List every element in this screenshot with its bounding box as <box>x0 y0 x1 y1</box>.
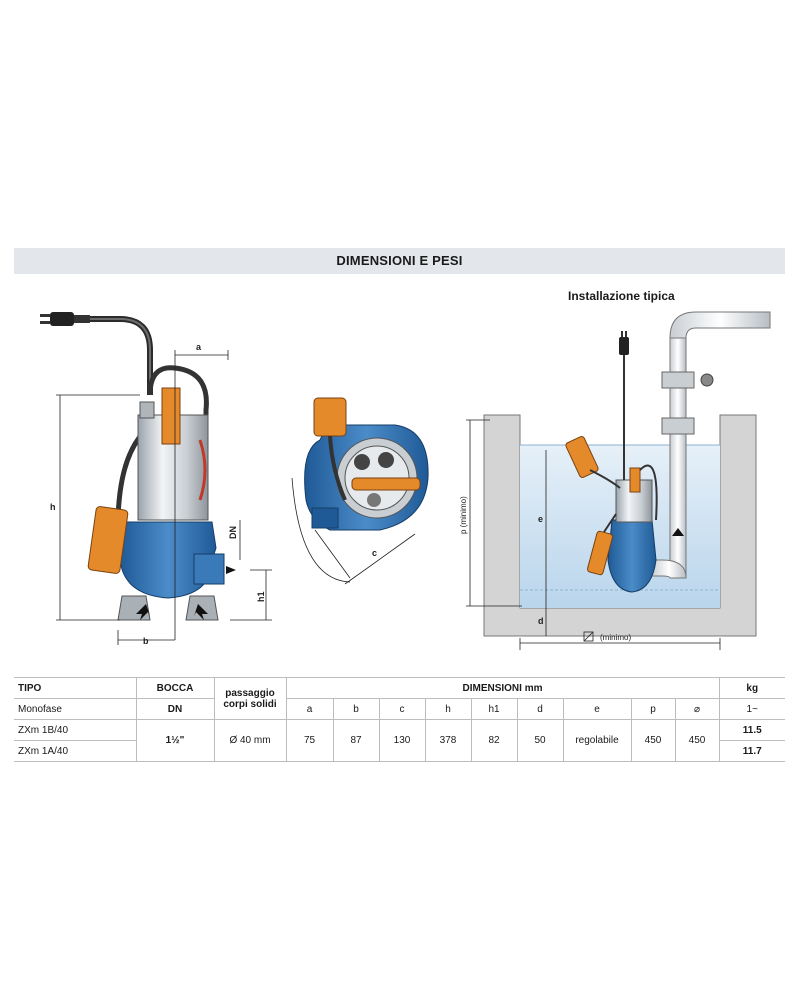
dim-header: ⌀ <box>674 698 719 720</box>
dim-value: 378 <box>424 719 471 762</box>
weight-value: 11.5 <box>718 719 785 741</box>
dim-value: 82 <box>470 719 517 762</box>
dim-header: h <box>424 698 471 720</box>
installation-diagram: p (minimo) e d (minimo) <box>459 311 771 650</box>
model-name: ZXm 1B/40 <box>14 719 136 741</box>
model-name: ZXm 1A/40 <box>14 740 136 762</box>
dim-value: 50 <box>516 719 563 762</box>
pump-front-view: a h b DN h1 <box>40 312 272 646</box>
header-kg: kg <box>718 677 785 699</box>
plug-icon <box>619 331 629 355</box>
dim-label-a: a <box>196 342 202 352</box>
header-monofase: Monofase <box>14 698 136 720</box>
dim-value: 450 <box>630 719 675 762</box>
dim-label-b: b <box>143 636 149 646</box>
dim-value: regolabile <box>562 719 631 762</box>
dim-header: c <box>378 698 425 720</box>
dim-value: 450 <box>674 719 719 762</box>
dim-value: 87 <box>332 719 379 762</box>
dim-label-h1: h1 <box>256 591 266 602</box>
header-dimensioni: DIMENSIONI mm <box>285 677 719 699</box>
installation-title: Installazione tipica <box>568 289 675 303</box>
dim-header: e <box>562 698 631 720</box>
dim-header: h1 <box>470 698 517 720</box>
section-header-bar: DIMENSIONI E PESI <box>14 248 785 274</box>
dim-label-e: e <box>538 514 543 524</box>
diameter-icon <box>583 631 594 642</box>
section-title: DIMENSIONI E PESI <box>336 253 463 268</box>
dim-label-c: c <box>372 548 377 558</box>
dim-value: 75 <box>285 719 333 762</box>
plug-icon <box>40 312 90 326</box>
passaggio-value: Ø 40 mm <box>213 719 286 762</box>
dim-label-h: h <box>50 502 56 512</box>
dim-header: d <box>516 698 563 720</box>
dim-value: 130 <box>378 719 425 762</box>
dim-header: a <box>285 698 333 720</box>
header-bocca: BOCCA <box>135 677 214 699</box>
header-dn: DN <box>135 698 214 720</box>
dim-label-p-min: p (minimo) <box>459 496 468 534</box>
header-phase: 1~ <box>718 698 785 720</box>
dim-header: p <box>630 698 675 720</box>
bocca-value: 1½" <box>135 719 214 762</box>
technical-drawings: a h b DN h1 c <box>40 311 771 650</box>
dim-header: b <box>332 698 379 720</box>
pump-top-view: c <box>291 397 429 585</box>
dim-label-dn: DN <box>228 526 238 539</box>
dim-label-d: d <box>538 616 544 626</box>
weight-value: 11.7 <box>718 740 785 762</box>
dim-label-diameter-min: (minimo) <box>600 633 631 642</box>
header-tipo: TIPO <box>14 677 136 699</box>
